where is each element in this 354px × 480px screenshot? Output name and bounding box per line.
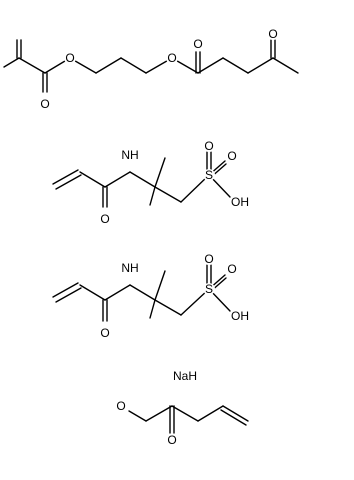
molecule-4-sodium-hydride: NaH	[173, 369, 197, 383]
bond	[247, 57, 274, 74]
atom-sulfur: S	[205, 282, 213, 296]
bond	[171, 405, 199, 422]
bond	[128, 410, 147, 422]
bond	[18, 57, 46, 74]
molecule-2-amps: NH O S O O OH	[52, 139, 249, 226]
sodium-hydride-label: NaH	[173, 369, 197, 383]
atom-oxygen: O	[167, 51, 176, 65]
bond	[102, 299, 108, 322]
bond	[95, 57, 122, 74]
bond	[102, 186, 108, 208]
bond	[149, 299, 156, 319]
atom-nh: NH	[121, 148, 138, 162]
bond	[222, 57, 249, 74]
bond	[180, 288, 210, 316]
bond	[197, 405, 224, 422]
molecule-5-methyl-acrylate: O O	[115, 399, 249, 447]
atom-hydroxyl: OH	[231, 309, 249, 323]
atom-hydroxyl: OH	[231, 195, 249, 209]
atom-nh: NH	[121, 261, 138, 275]
bond	[180, 174, 210, 203]
bond	[154, 186, 182, 203]
molecule-1-methacrylate-acetoacetate: O O O O O	[3, 27, 299, 111]
bond	[104, 284, 131, 301]
bond	[42, 72, 48, 93]
bond	[149, 186, 156, 206]
bond	[272, 57, 299, 74]
bond	[104, 171, 131, 188]
bond	[52, 169, 82, 190]
atom-oxygen: O	[204, 252, 213, 266]
bond	[52, 282, 82, 303]
atom-oxygen: O	[40, 97, 49, 111]
bond	[195, 51, 201, 74]
bond	[129, 171, 156, 188]
atom-oxygen: O	[204, 139, 213, 153]
bond	[197, 57, 224, 74]
atom-oxygen: O	[100, 326, 109, 340]
atom-oxygen: O	[227, 262, 236, 276]
atom-oxygen: O	[100, 212, 109, 226]
bond	[270, 39, 276, 59]
bond	[220, 405, 249, 426]
bond	[16, 39, 22, 59]
atom-oxygen: O	[65, 51, 74, 65]
atom-oxygen: O	[167, 433, 176, 447]
atom-oxygen: O	[227, 149, 236, 163]
bond	[79, 171, 106, 188]
atom-oxygen: O	[193, 37, 202, 51]
bond	[3, 57, 20, 68]
bond	[154, 270, 166, 301]
atom-oxygen: O	[268, 27, 277, 41]
bond	[145, 405, 173, 422]
atom-sulfur: S	[205, 168, 213, 182]
bond	[154, 157, 166, 188]
molecule-3-amps: NH O S O O OH	[52, 252, 249, 340]
atom-oxygen: O	[116, 399, 125, 413]
bond	[154, 299, 182, 316]
bond	[120, 57, 147, 74]
bond	[79, 284, 106, 301]
bond	[169, 405, 175, 434]
bond	[129, 284, 156, 301]
